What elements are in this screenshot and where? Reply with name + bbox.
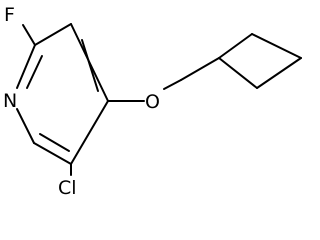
bond-cb4-cb1 — [218, 57, 258, 89]
oxygen-atom-label: O — [145, 91, 160, 113]
bond-o-ch2 — [163, 79, 182, 90]
bond-n1-c2-inner — [26, 55, 43, 89]
bond-c6-n1 — [16, 108, 35, 144]
nitrogen-atom-label: N — [3, 90, 17, 112]
cyclobutane-ring — [218, 33, 302, 89]
bond-c2-c3 — [34, 23, 72, 46]
chlorine-atom-label: Cl — [58, 177, 77, 198]
bond-cb3-cb4 — [256, 57, 302, 89]
bond-c2-f — [22, 24, 36, 46]
bond-c5-c6 — [33, 142, 72, 165]
pyridine-ring — [16, 23, 109, 165]
chemical-structure: F N O Cl — [3, 4, 302, 198]
bond-cb2-cb3 — [251, 33, 302, 59]
fluorine-atom-label: F — [4, 4, 15, 26]
bond-c3-c4-inner — [81, 39, 99, 92]
bond-n1-c2 — [16, 44, 36, 89]
bond-cb1-cb2 — [218, 33, 253, 59]
bond-ch2-ring — [180, 57, 220, 81]
bond-c4-c5 — [70, 100, 109, 165]
bond-c5-c6-inner — [39, 133, 70, 152]
